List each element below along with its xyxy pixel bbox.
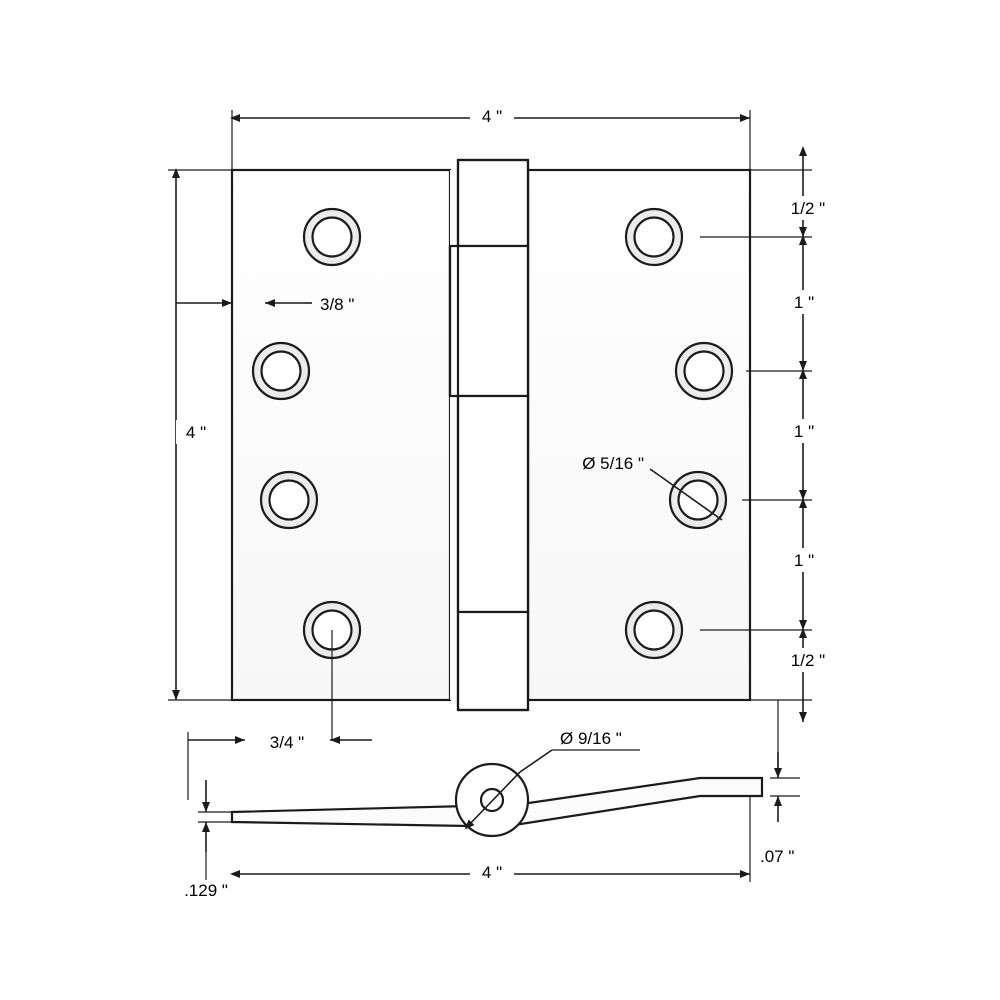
knuckle-segment-2 (448, 244, 530, 398)
dim-hole-edge-offset-label: 3/8 " (320, 295, 354, 314)
dimension-leaf-thickness-right: .07 " (760, 700, 800, 866)
hole-left-2 (251, 341, 311, 401)
front-view (230, 158, 752, 712)
dim-right-gap-1-label: 1 " (794, 293, 814, 312)
dimension-bottom-width: 4 " (230, 796, 751, 884)
knuckle-segment-3 (456, 394, 530, 614)
knuckle-column (448, 158, 530, 712)
dim-right-bottom-margin-label: 1/2 " (791, 651, 825, 670)
dim-right-gap-2-label: 1 " (794, 422, 814, 441)
dim-leaf-thickness-left-label: .129 " (184, 881, 228, 900)
callout-hole-diameter: Ø 5/16 " (582, 454, 723, 521)
dim-knuckle-diameter-label: Ø 9/16 " (560, 729, 622, 748)
dimension-leaf-thickness-left: .129 " (184, 780, 240, 900)
dim-hole-diameter-label: Ø 5/16 " (582, 454, 644, 473)
edge-right-leaf (506, 776, 764, 828)
dim-leaf-offset-label: 3/4 " (270, 733, 304, 752)
hole-right-2 (674, 341, 734, 401)
edge-view (230, 762, 764, 838)
edge-left-leaf (230, 804, 470, 828)
hole-left-1 (302, 207, 362, 267)
dim-leaf-thickness-right-label: .07 " (760, 847, 794, 866)
dimension-leaf-offset: 3/4 " (187, 630, 372, 800)
dim-left-height-label: 4 " (186, 423, 206, 442)
hole-right-4 (624, 600, 684, 660)
callout-knuckle-diameter: Ø 9/16 " (464, 729, 640, 830)
dim-top-width-label: 4 " (482, 107, 502, 126)
dimension-hole-edge-offset: 3/8 " (176, 295, 354, 314)
hole-right-3 (668, 470, 728, 530)
dim-right-top-margin-label: 1/2 " (791, 199, 825, 218)
hole-right-1 (624, 207, 684, 267)
dimension-right-stack: 1/2 " 1 " 1 " 1 " 1/2 " (700, 146, 838, 722)
dimension-left-height: 4 " (168, 168, 232, 701)
dim-bottom-width-label: 4 " (482, 863, 502, 882)
knuckle-segment-4 (456, 610, 530, 712)
knuckle-segment-1 (456, 158, 530, 248)
dimension-top-width: 4 " (230, 104, 751, 170)
dim-right-gap-3-label: 1 " (794, 551, 814, 570)
hole-left-3 (259, 470, 319, 530)
